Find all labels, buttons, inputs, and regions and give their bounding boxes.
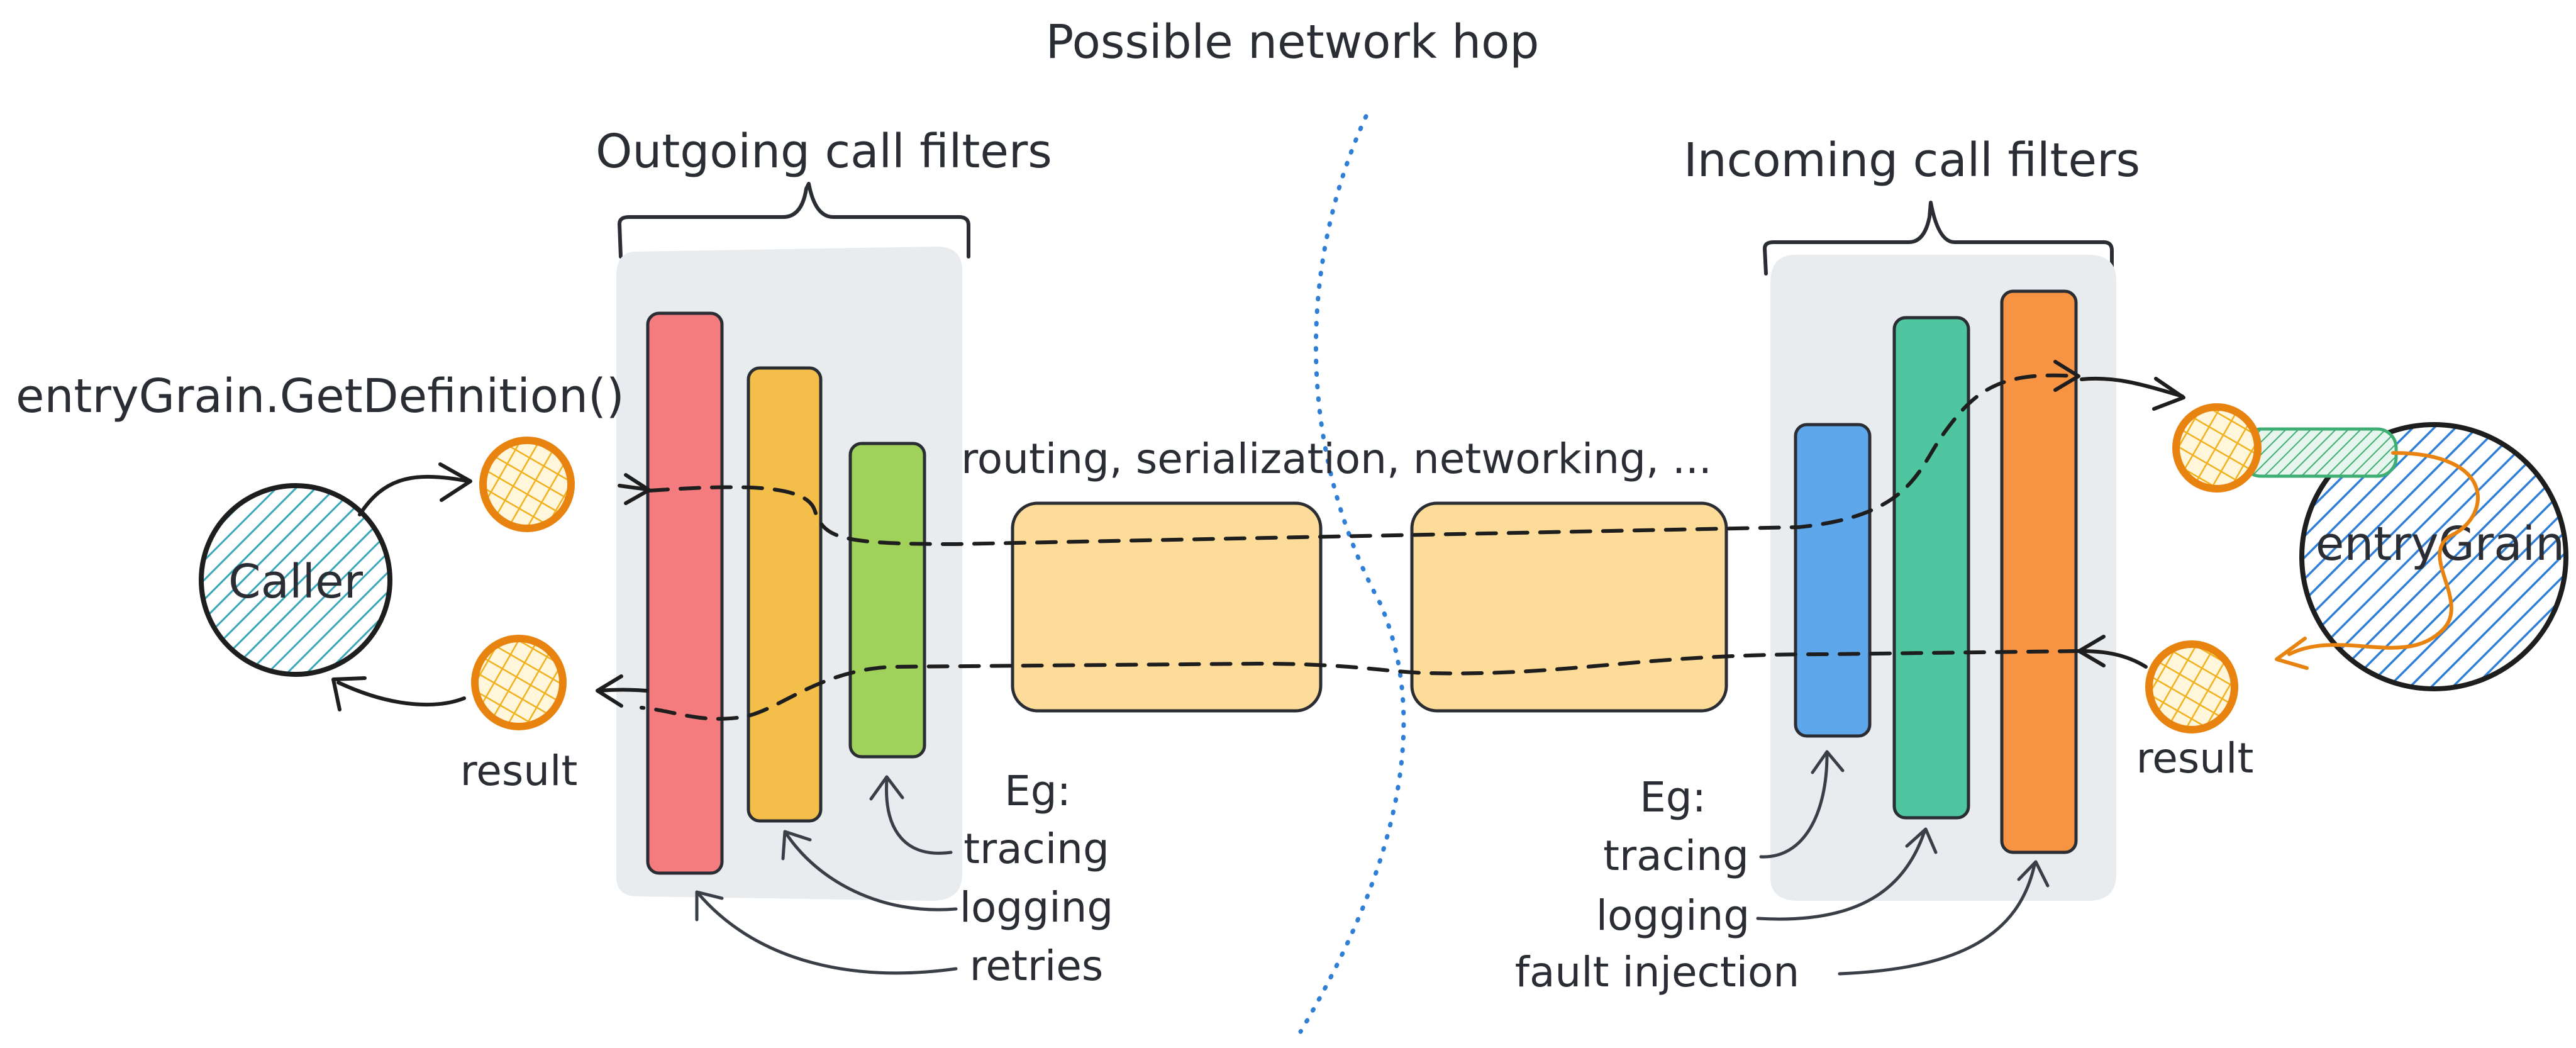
filter-to-grain-arrow (2080, 376, 2184, 398)
incoming-brace (1763, 201, 2114, 276)
request-dashed-path (647, 373, 2077, 547)
outgoing-filter-bar-3 (848, 442, 926, 759)
grain-internal-call-path (2287, 451, 2480, 656)
caller-label: Caller (228, 555, 364, 609)
caller-node (199, 483, 392, 677)
incoming-fault-arrowhead (2017, 860, 2050, 888)
retries-to-outgoing-bar-1-arrow (696, 891, 958, 975)
outgoing-result-ball (471, 635, 567, 730)
incoming-logging-arrowhead (1905, 827, 1938, 854)
logging-arrowhead (781, 830, 812, 861)
tracing-to-outgoing-bar-3-arrow (885, 778, 953, 855)
result-to-caller-arrowhead (331, 676, 367, 711)
incoming-result-label: result (2136, 734, 2254, 783)
grain-internal-arrowhead (2275, 637, 2309, 670)
middle-transport-label: routing, serialization, networking, ... (961, 435, 1712, 483)
incoming-filters-title: Incoming call filters (1684, 133, 2140, 187)
grain-method-cylinder (2240, 427, 2398, 478)
response-dashed-path (640, 649, 2080, 721)
network-boundary-line (1298, 114, 1406, 1034)
incoming-example-logging: logging (1596, 891, 1750, 940)
incoming-filter-bar-3 (2000, 289, 2078, 854)
network-hop-label: Possible network hop (1046, 15, 1540, 69)
incoming-call-ball (2172, 403, 2262, 493)
filter-to-result-arrow (597, 688, 648, 693)
incoming-filter-bar-1 (1794, 423, 1872, 738)
tracing-arrowhead (869, 775, 904, 801)
caller-to-call-arrow (358, 474, 470, 516)
filter-to-grain-arrowhead (2152, 377, 2185, 411)
result-to-filter-arrowhead (2077, 635, 2106, 667)
fault-injection-to-incoming-bar-3-arrow (1838, 863, 2036, 976)
outgoing-examples-heading: Eg: (1004, 767, 1071, 815)
outgoing-filter-bar-2 (747, 366, 823, 823)
incoming-filter-bar-2 (1892, 316, 1970, 820)
outgoing-filters-title: Outgoing call filters (596, 125, 1052, 179)
retries-arrowhead (695, 890, 724, 922)
call-method-label: entryGrain.GetDefinition() (16, 369, 625, 423)
incoming-tracing-arrowhead (1811, 750, 1845, 774)
tracing-to-incoming-bar-1-arrow (1759, 753, 1829, 859)
transport-box-right (1410, 501, 1728, 713)
outgoing-call-ball (479, 437, 575, 532)
incoming-examples-heading: Eg: (1640, 773, 1706, 822)
outgoing-brace (618, 182, 970, 259)
outgoing-example-retries: retries (970, 942, 1104, 990)
result-to-caller-arrow (336, 681, 466, 707)
incoming-result-ball (2145, 640, 2238, 733)
outgoing-example-tracing: tracing (963, 825, 1109, 873)
request-path-arrowhead (2053, 360, 2080, 392)
logging-to-outgoing-bar-2-arrow (784, 832, 958, 911)
filter-to-result-arrowhead (596, 674, 623, 708)
caller-to-call-arrowhead (438, 462, 472, 502)
outgoing-filter-bar-1 (646, 311, 724, 875)
entry-grain-node (2299, 422, 2568, 691)
logging-to-incoming-bar-2-arrow (1756, 830, 1926, 921)
transport-box-left (1011, 501, 1323, 713)
outgoing-result-label: result (460, 747, 578, 795)
outgoing-example-logging: logging (960, 883, 1114, 932)
result-to-filter-arrow (2080, 649, 2148, 669)
incoming-example-tracing: tracing (1603, 832, 1749, 880)
incoming-example-fault-injection: fault injection (1515, 948, 1800, 996)
